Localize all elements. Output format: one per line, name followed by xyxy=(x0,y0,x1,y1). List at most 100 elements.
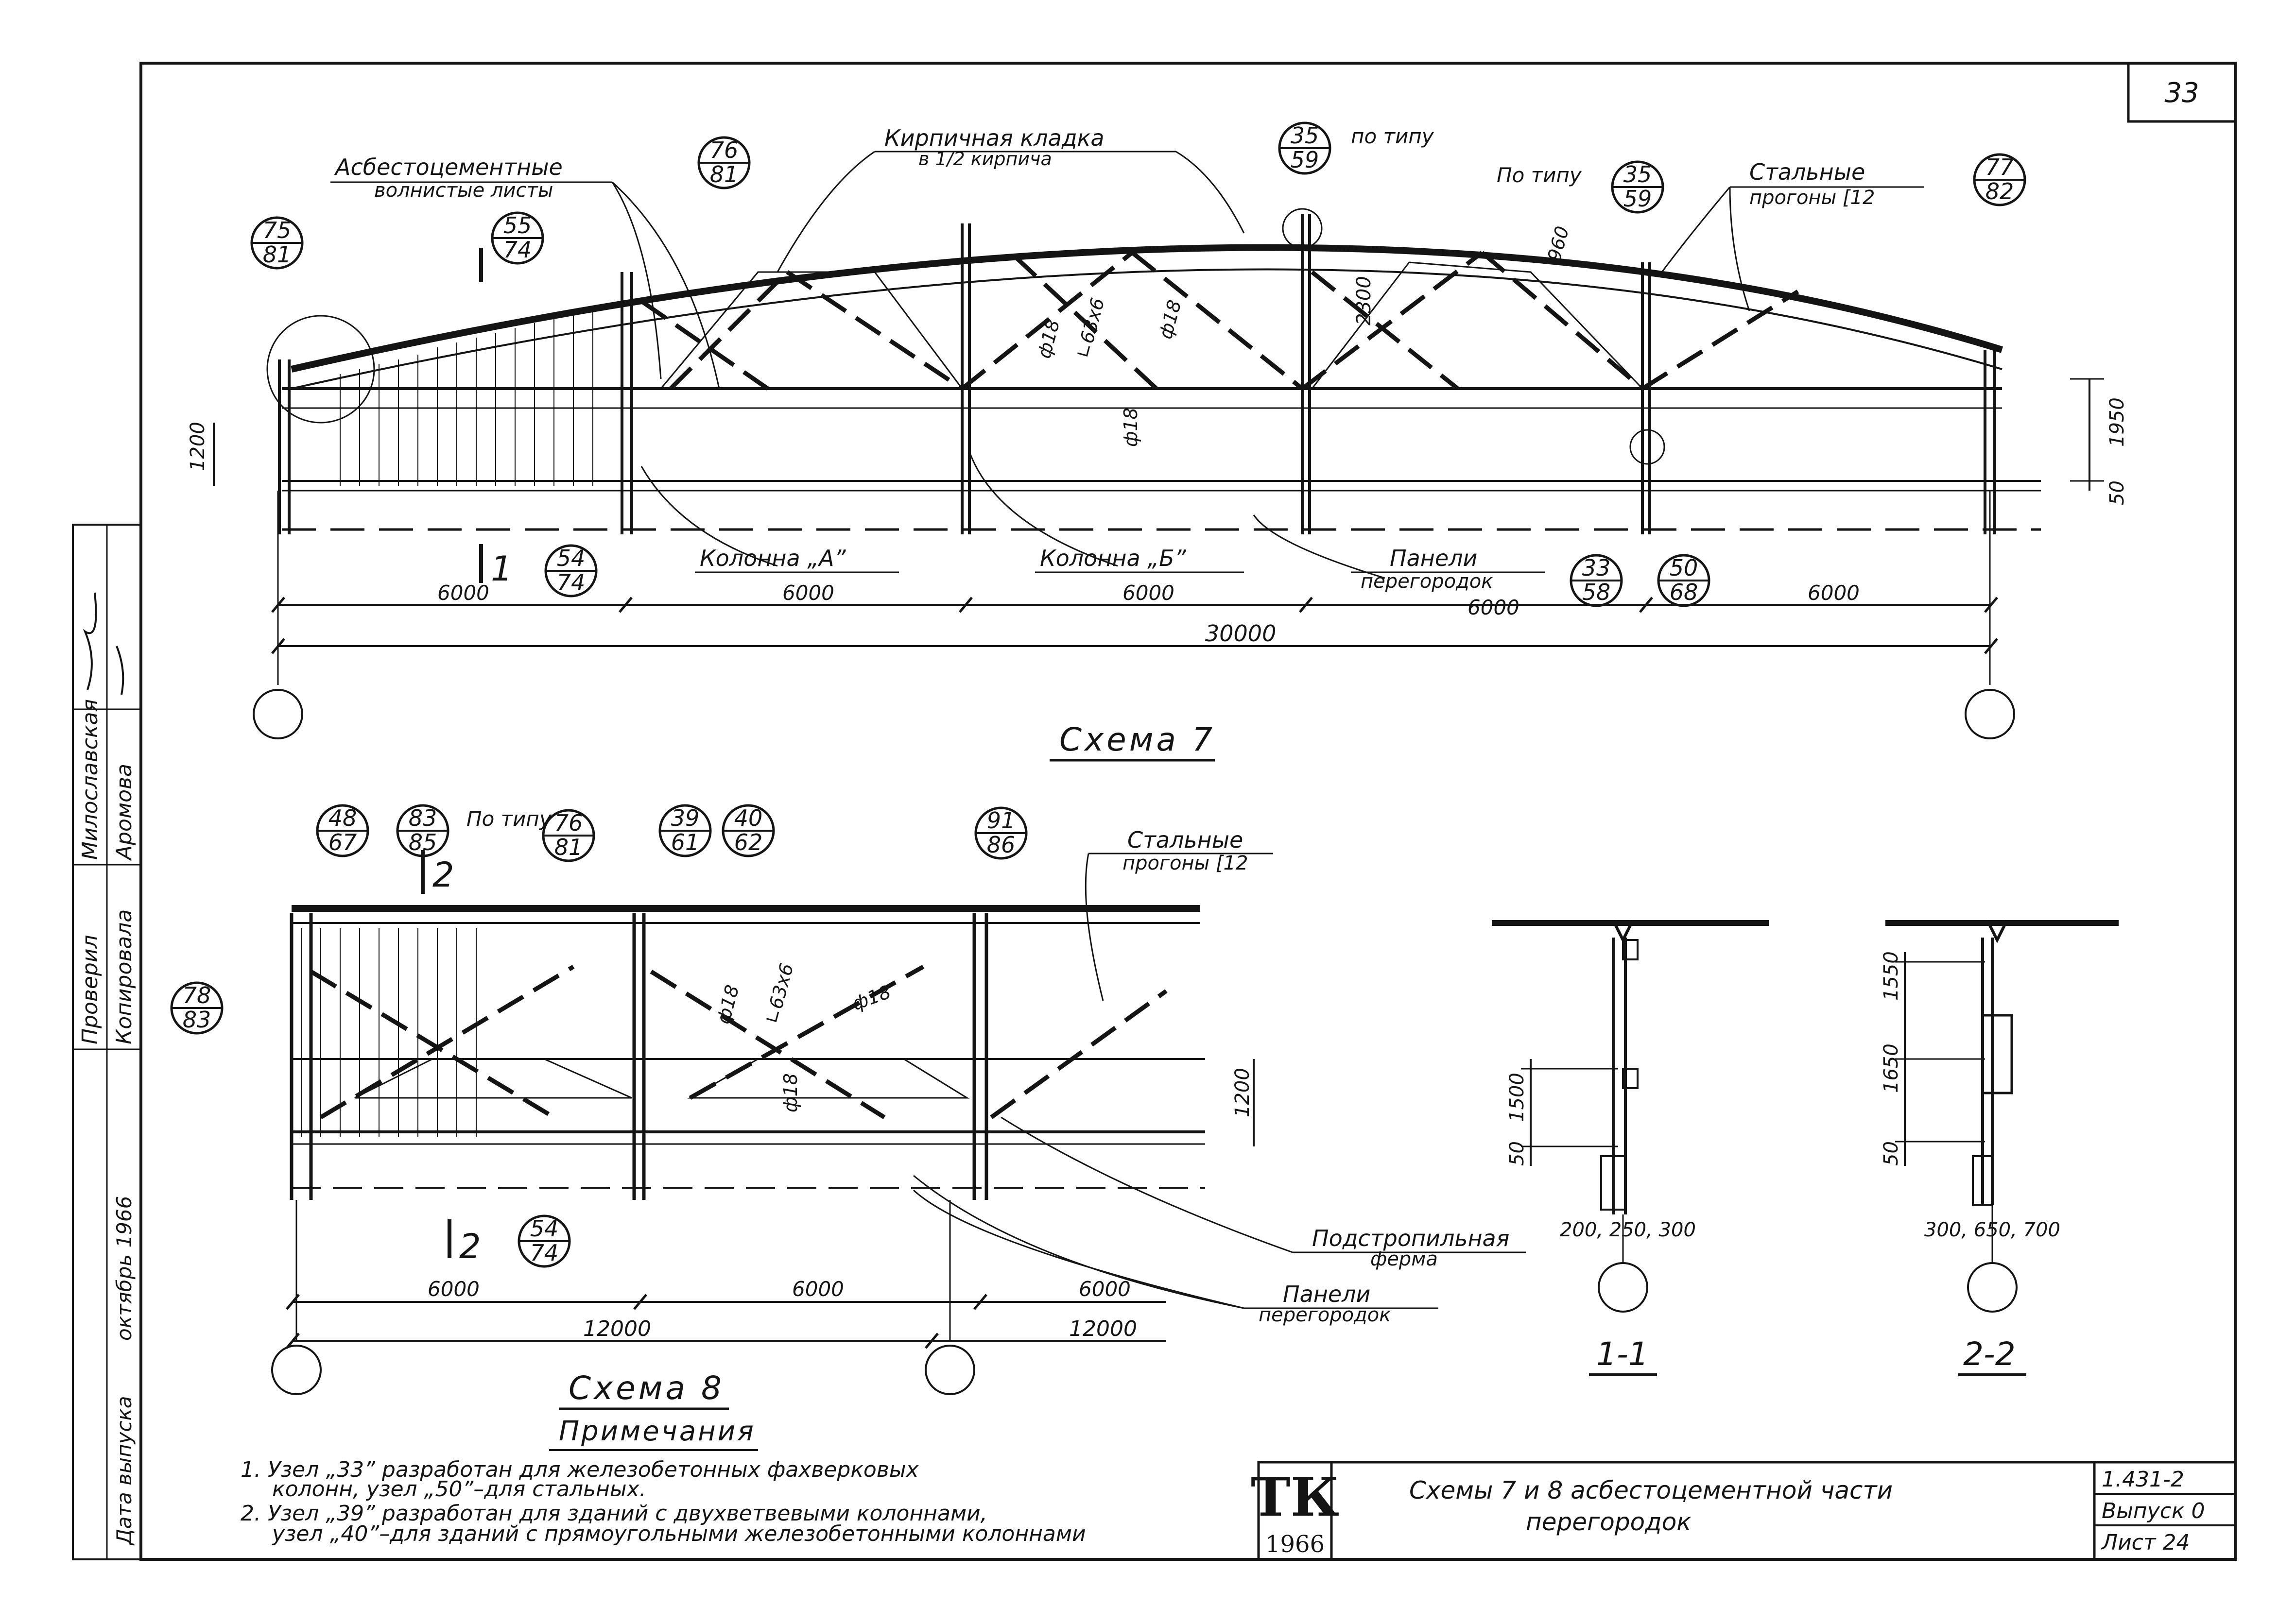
node-bottom: 83 xyxy=(183,1007,211,1033)
section-mark-8: 2 xyxy=(432,855,454,895)
node-marker: 77 82 xyxy=(1973,153,2026,206)
dim-1950: 1950 xyxy=(2106,397,2128,447)
note-line: узел „40”–для зданий с прямоугольными же… xyxy=(271,1521,1086,1546)
node-bottom: 58 xyxy=(1582,579,1611,605)
node-marker: 39 61 xyxy=(658,804,712,857)
span-8-total-1: 12000 xyxy=(583,1316,651,1341)
leaders-7 xyxy=(266,151,1750,579)
notes-heading: Примечания xyxy=(559,1416,756,1447)
side-stamp-checked-label: Проверил xyxy=(78,935,103,1044)
logo-year: 1966 xyxy=(1265,1531,1325,1558)
signature xyxy=(83,592,124,695)
node-bottom: 86 xyxy=(987,832,1016,858)
axis-circle xyxy=(253,689,303,739)
schema-8: ∟63х6 ф18 ф18 ф18 1200 Стальные прогоны … xyxy=(170,804,1526,1410)
dim-50: 50 xyxy=(2106,480,2128,505)
node-bottom: 74 xyxy=(557,569,586,596)
section-panel xyxy=(1972,1155,1993,1206)
truss-panel xyxy=(1310,261,1644,390)
dim-2300: 2300 xyxy=(1353,276,1375,325)
span-total: 30000 xyxy=(1205,620,1276,647)
node-bottom: 59 xyxy=(1623,186,1652,212)
node-top: 35 xyxy=(1291,122,1319,149)
node-top: 77 xyxy=(1985,154,2014,180)
span-8-total-2: 12000 xyxy=(1069,1316,1137,1341)
node-marker: 54 74 xyxy=(518,1214,571,1268)
rod-label-8: ф18 xyxy=(712,983,743,1026)
span-3: 6000 xyxy=(1122,581,1174,605)
dim-1200: 1200 xyxy=(187,422,209,471)
span-5: 6000 xyxy=(1808,581,1860,605)
label-po-tipu-8: По типу xyxy=(466,807,552,831)
label-panels-8-1: Панели xyxy=(1283,1281,1370,1307)
axis-circle xyxy=(1967,1262,2018,1313)
page-number-box xyxy=(2127,62,2237,123)
span-8-2: 6000 xyxy=(792,1277,844,1301)
node-marker: 54 74 xyxy=(544,544,598,598)
section-mark: 1 xyxy=(491,549,513,589)
node-bottom: 85 xyxy=(409,829,437,855)
side-stamp: Проверил Копировала Милославская Аромова… xyxy=(72,524,142,1560)
node-marker: 48 67 xyxy=(316,804,369,857)
label-subtruss-1: Подстропильная xyxy=(1312,1225,1509,1251)
node-marker: 33 58 xyxy=(1570,554,1623,607)
title-block-frame xyxy=(1257,1461,2237,1561)
drawing-sheet: Лист 24 xyxy=(2101,1530,2190,1555)
rod-label-8: ф18 xyxy=(849,981,894,1014)
label-brick-1: Кирпичная кладка xyxy=(884,125,1105,151)
node-bottom: 59 xyxy=(1291,147,1319,173)
columns-7 xyxy=(278,214,1996,534)
node-marker: 55 74 xyxy=(491,211,544,265)
node-marker: 91 86 xyxy=(974,806,1028,860)
node-bottom: 67 xyxy=(328,829,357,855)
node-bottom: 81 xyxy=(710,161,739,188)
note-line: 2. Узел „39” разработан для зданий с дву… xyxy=(241,1501,987,1526)
note-line: 1. Узел „33” разработан для железобетонн… xyxy=(241,1457,919,1482)
node-bottom: 61 xyxy=(671,829,700,855)
schema-7-title: Схема 7 xyxy=(1059,721,1215,758)
section-block xyxy=(1622,939,1639,960)
span-2: 6000 xyxy=(782,581,834,605)
angle-label-8: ∟63х6 xyxy=(761,961,797,1026)
node-top: 48 xyxy=(328,805,357,831)
node-marker: 50 68 xyxy=(1657,554,1710,607)
node-marker: 40 62 xyxy=(722,804,775,857)
node-top: 91 xyxy=(987,807,1016,834)
side-stamp-copied-label: Копировала xyxy=(112,909,137,1044)
dim-1550: 1550 xyxy=(1880,951,1902,1001)
node-top: 40 xyxy=(734,805,763,831)
rod-label: ф18 xyxy=(1120,408,1141,447)
schema-7: 1950 50 1200 2300 960 ∟63х6 ф18 ф18 ф18 … xyxy=(187,121,2128,762)
side-stamp-date-label: Дата выпуска xyxy=(112,1396,136,1546)
title-block: ТК 1966 Схемы 7 и 8 асбестоцементной час… xyxy=(1251,1461,2237,1561)
node-marker: 83 85 xyxy=(396,804,449,857)
leaders-8 xyxy=(913,853,1293,1309)
label-po-tipu-b: По типу xyxy=(1497,163,1582,187)
label-steel-purlins-1: Стальные xyxy=(1749,159,1865,185)
truss-panel xyxy=(659,271,964,390)
label-column-b: Колонна „Б” xyxy=(1040,545,1187,571)
node-marker: 76 81 xyxy=(542,809,595,862)
span-4: 6000 xyxy=(1467,596,1519,619)
purlin-profile xyxy=(1986,920,2008,943)
axis-circle xyxy=(1598,1262,1648,1313)
node-bottom: 81 xyxy=(554,834,583,860)
label-steel-purlins-2: прогоны [12 xyxy=(1749,187,1875,209)
section-panel xyxy=(1600,1155,1626,1211)
section-2-2: 1550 1650 50 300, 650, 700 2-2 xyxy=(1880,920,2119,1376)
truss-panel xyxy=(687,1058,970,1099)
label-asbestos-2: волнистые листы xyxy=(374,179,553,202)
drawing-code: 1.431-2 xyxy=(2102,1467,2184,1492)
axis-circle xyxy=(271,1345,322,1395)
hatch-8 xyxy=(301,928,477,1137)
columns-8 xyxy=(290,913,988,1200)
label-column-a: Колонна „А” xyxy=(700,545,846,571)
label-panels-2: перегородок xyxy=(1361,570,1493,593)
truss-diagonals xyxy=(640,251,1799,391)
node-top: 39 xyxy=(671,805,700,831)
dim-1200-8: 1200 xyxy=(1231,1068,1254,1117)
label-subtruss-2: ферма xyxy=(1370,1248,1438,1270)
section-2-2-title: 2-2 xyxy=(1963,1335,2016,1373)
label-panels-8-2: перегородок xyxy=(1259,1304,1391,1326)
